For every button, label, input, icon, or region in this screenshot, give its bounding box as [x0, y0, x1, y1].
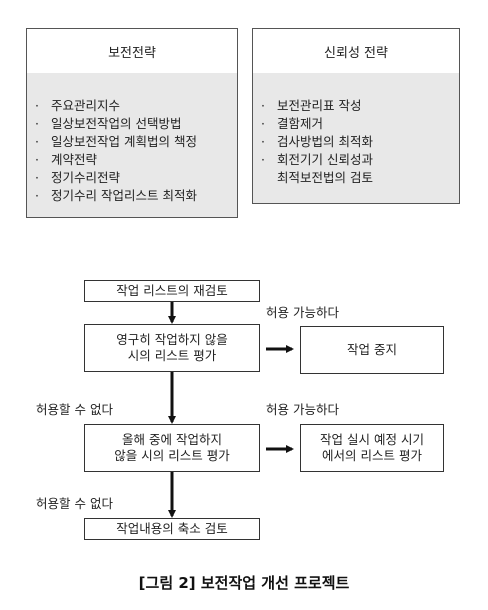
bullet-dot: · — [35, 98, 39, 113]
bullet-dot: · — [35, 116, 39, 131]
maintenance-strategy-list: · 주요관리지수 · 일상보전작업의 선택방법 · 일상보전작업 계획법의 책정 · 계약전략… — [35, 97, 237, 205]
list-item: · 일상보전작업의 선택방법 — [35, 115, 237, 133]
label-not-allowed-1: 허용할 수 없다 — [36, 402, 113, 417]
bullet-dot: · — [261, 116, 265, 131]
bullet-dot: · — [35, 134, 39, 149]
list-item: 최적보전법의 검토 — [261, 169, 459, 187]
maintenance-strategy-title: 보전전략 — [27, 29, 237, 73]
flow-box-scheduled: 작업 실시 예정 시기 에서의 리스트 평가 — [300, 424, 444, 472]
flow-box-stop: 작업 중지 — [300, 326, 444, 374]
maintenance-strategy-body: · 주요관리지수 · 일상보전작업의 선택방법 · 일상보전작업 계획법의 책정 · 계약전략… — [27, 73, 237, 217]
label-allowed-1: 허용 가능하다 — [266, 305, 339, 320]
reliability-strategy-panel: 신뢰성 전략 · 보전관리표 작성 · 결함제거 · 검사방법의 최적화 · 회전기기 신뢰성… — [252, 28, 460, 204]
flow-box-review-text: 작업 리스트의 재검토 — [116, 283, 228, 298]
list-item: · 결함제거 — [261, 115, 459, 133]
bullet-dot: · — [261, 134, 265, 149]
flow-box-this-year-line-2: 않을 시의 리스트 평가 — [114, 448, 230, 463]
list-item-text: 일상보전작업의 선택방법 — [51, 116, 182, 131]
bullet-dot: · — [35, 188, 39, 203]
list-item-text: 정기수리 작업리스트 최적화 — [51, 188, 197, 203]
list-item-text: 계약전략 — [51, 152, 98, 167]
list-item: · 주요관리지수 — [35, 97, 237, 115]
list-item: · 회전기기 신뢰성과 — [261, 151, 459, 169]
flow-box-this-year: 올해 중에 작업하지 않을 시의 리스트 평가 — [84, 424, 260, 472]
list-item-text: 검사방법의 최적화 — [277, 134, 373, 149]
list-item-text: 회전기기 신뢰성과 — [277, 152, 373, 167]
list-item: · 정기수리 작업리스트 최적화 — [35, 187, 237, 205]
flow-box-stop-text: 작업 중지 — [347, 342, 397, 357]
label-not-allowed-2: 허용할 수 없다 — [36, 496, 113, 511]
list-item-text: 최적보전법의 검토 — [277, 170, 373, 185]
list-item: · 일상보전작업 계획법의 책정 — [35, 133, 237, 151]
label-allowed-2: 허용 가능하다 — [266, 402, 339, 417]
list-item: · 검사방법의 최적화 — [261, 133, 459, 151]
list-item-text: 주요관리지수 — [51, 98, 121, 113]
list-item-text: 일상보전작업 계획법의 책정 — [51, 134, 197, 149]
flow-box-reduce: 작업내용의 축소 검토 — [84, 518, 260, 540]
bullet-dot: · — [35, 170, 39, 185]
flow-box-scheduled-line-1: 작업 실시 예정 시기 — [320, 432, 424, 447]
maintenance-strategy-panel: 보전전략 · 주요관리지수 · 일상보전작업의 선택방법 · 일상보전작업 계획법의 책정… — [26, 28, 238, 218]
list-item-text: 보전관리표 작성 — [277, 98, 362, 113]
flow-box-review: 작업 리스트의 재검토 — [84, 280, 260, 302]
bullet-dot: · — [261, 98, 265, 113]
flow-box-reduce-text: 작업내용의 축소 검토 — [116, 521, 228, 536]
bullet-dot: · — [261, 152, 265, 167]
flow-box-permanent: 영구히 작업하지 않을 시의 리스트 평가 — [84, 324, 260, 372]
flow-box-permanent-line-1: 영구히 작업하지 않을 — [116, 332, 228, 347]
figure-caption: [그림 2] 보전작업 개선 프로젝트 — [138, 574, 350, 592]
list-item: · 정기수리전략 — [35, 169, 237, 187]
list-item: · 보전관리표 작성 — [261, 97, 459, 115]
flow-box-permanent-line-2: 시의 리스트 평가 — [127, 348, 217, 363]
list-item: · 계약전략 — [35, 151, 237, 169]
bullet-dot: · — [35, 152, 39, 167]
flow-box-scheduled-line-2: 에서의 리스트 평가 — [322, 448, 422, 463]
reliability-strategy-title: 신뢰성 전략 — [253, 29, 459, 73]
list-item-text: 정기수리전략 — [51, 170, 121, 185]
flow-box-this-year-line-1: 올해 중에 작업하지 — [122, 432, 222, 447]
list-item-text: 결함제거 — [277, 116, 324, 131]
